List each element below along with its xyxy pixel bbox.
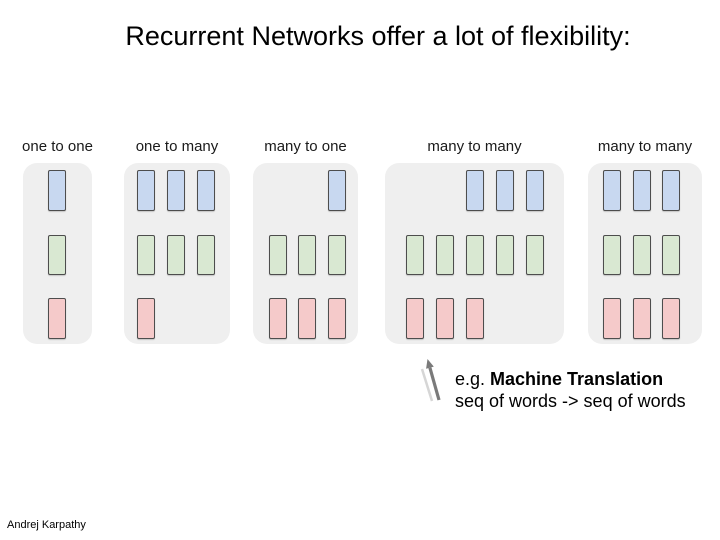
caption-text: e.g. Machine Translation seq of words ->…	[455, 368, 686, 412]
hidden-box	[525, 235, 544, 275]
caption-prefix: e.g.	[455, 369, 491, 389]
diagram-label-many-to-one: many to one	[264, 138, 347, 155]
output-box	[197, 170, 215, 211]
hidden-box	[405, 235, 424, 275]
hidden-box	[48, 235, 66, 275]
output-box	[167, 170, 185, 211]
output-box	[327, 170, 346, 211]
output-box	[632, 170, 651, 211]
input-box	[435, 298, 454, 339]
input-box	[137, 298, 155, 339]
diagram-label-one-to-many: one to many	[135, 138, 219, 155]
hidden-box	[435, 235, 454, 275]
output-box	[603, 170, 621, 211]
caption-highlight: Machine Translation	[490, 369, 664, 389]
input-box	[603, 298, 621, 339]
input-box	[298, 298, 316, 339]
caption-line2: seq of words -> seq of words	[455, 391, 686, 411]
hidden-box	[632, 235, 651, 275]
input-box	[405, 298, 424, 339]
output-box	[465, 170, 484, 211]
hidden-box	[495, 235, 514, 275]
hidden-box	[603, 235, 621, 275]
diagram-label-many-to-many-seq2seq: many to many	[427, 138, 522, 155]
caption-line1: e.g. Machine Translation	[455, 368, 686, 390]
output-box	[137, 170, 155, 211]
output-box	[495, 170, 514, 211]
input-box	[465, 298, 484, 339]
input-box	[327, 298, 346, 339]
diagram-label-many-to-many-synced: many to many	[597, 138, 693, 155]
hidden-box	[167, 235, 185, 275]
diagram-label-one-to-one: one to one	[22, 138, 93, 155]
hidden-box	[298, 235, 316, 275]
input-box	[48, 298, 66, 339]
input-box	[632, 298, 651, 339]
hidden-box	[327, 235, 346, 275]
caption: e.g. Machine Translation seq of words ->…	[412, 352, 686, 412]
output-box	[662, 170, 680, 211]
hidden-box	[465, 235, 484, 275]
input-box	[662, 298, 680, 339]
credit: Andrej Karpathy	[7, 519, 86, 531]
output-box	[48, 170, 66, 211]
slide-title: Recurrent Networks offer a lot of flexib…	[125, 21, 631, 51]
hidden-box	[662, 235, 680, 275]
input-box	[268, 298, 287, 339]
hidden-box	[197, 235, 215, 275]
output-box	[525, 170, 544, 211]
hidden-box	[268, 235, 287, 275]
hidden-box	[137, 235, 155, 275]
caption-pointer-arrow	[420, 359, 441, 402]
